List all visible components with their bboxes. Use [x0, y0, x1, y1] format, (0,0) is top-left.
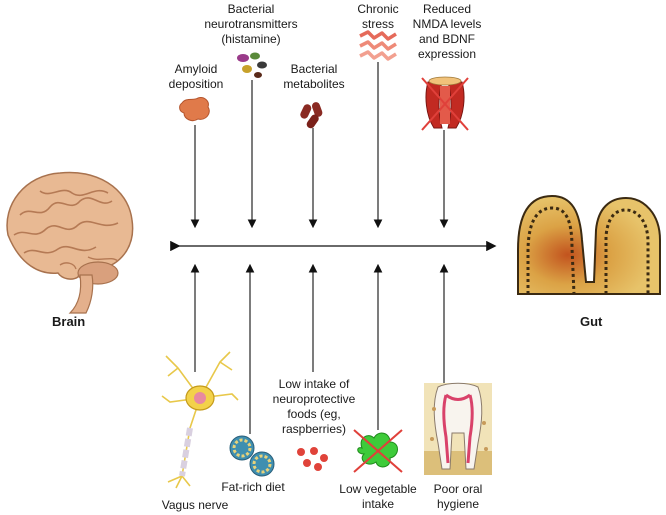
nmda-receptor-crossed-illustration — [421, 76, 469, 131]
stress-zigzag-icon — [359, 30, 397, 61]
amyloid-deposit-illustration — [179, 97, 210, 122]
gut-villi-illustration — [517, 194, 661, 295]
tooth-cross-section-illustration — [424, 382, 492, 475]
brain-label: Brain — [52, 314, 86, 329]
nmda-label: Reduced NMDA levels and BDNF expression — [412, 2, 482, 61]
metabolites-label: Bacterial metabolites — [283, 62, 345, 91]
vegetable-crossed-illustration — [353, 429, 403, 473]
vegetable-label: Low vegetable intake — [339, 482, 417, 511]
bacteria-cluster-illustration — [237, 52, 267, 78]
gut-label: Gut — [580, 314, 603, 329]
metabolite-rods-illustration — [300, 102, 323, 129]
brain-illustration — [6, 171, 134, 314]
fat-label: Fat-rich diet — [221, 480, 285, 494]
fat-globules-illustration — [229, 435, 275, 477]
vagus-label: Vagus nerve — [161, 498, 229, 512]
amyloid-label: Amyloid deposition — [168, 62, 224, 91]
raspberries-illustration — [297, 447, 328, 471]
neuron-illustration — [161, 351, 239, 489]
stress-label: Chronic stress — [357, 2, 399, 31]
neuroprotective-label: Low intake of neuroprotective foods (eg,… — [272, 377, 356, 436]
neurotransmitters-label: Bacterial neurotransmitters (histamine) — [204, 2, 298, 46]
oral-label: Poor oral hygiene — [433, 482, 483, 511]
